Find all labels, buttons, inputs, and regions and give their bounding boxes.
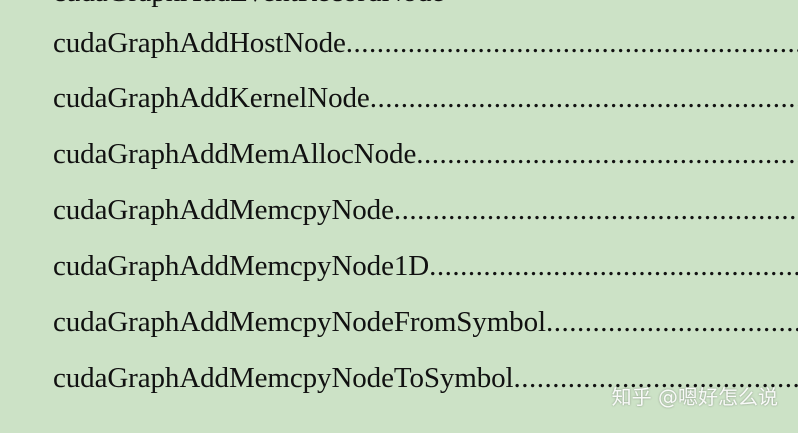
leader-dots: ........................................… [545,306,798,338]
leader-dots: ........................................… [429,250,798,282]
leader-dots: ........................................… [393,194,798,226]
toc-entry-name: cudaGraphAddMemcpyNode [53,194,394,226]
toc-entry-name: cudaGraphAddHostNode [53,27,346,59]
leader-dots: ........................................… [369,82,798,114]
leader-dots: ........................................… [345,27,798,59]
toc-entry[interactable]: cudaGraphAddKernelNode .................… [53,76,798,120]
watermark: 知乎 @嗯好怎么说 [611,385,778,409]
toc-entry[interactable]: cudaGraphAddMemAllocNode ...............… [53,132,798,176]
toc-entry[interactable]: cudaGraphAddMemcpyNode1D ...............… [53,244,798,288]
toc-entry[interactable]: cudaGraphAddMemcpyNodeFromSymbol .......… [53,300,798,344]
leader-dots: ........................................… [513,362,798,394]
toc-entry-name: cudaGraphAddMemcpyNode1D [53,250,430,282]
toc-entry-name: cudaGraphAddMemcpyNodeToSymbol [53,362,514,394]
clipped-entry-name: cudaGraphAddEventRecordNode [53,0,444,8]
leader-dots: ........................................… [416,138,798,170]
toc-entry[interactable]: cudaGraphAddMemcpyNode .................… [53,188,798,232]
toc-entry-name: cudaGraphAddKernelNode [53,82,370,114]
clipped-toc-entry: cudaGraphAddEventRecordNode [53,0,798,14]
toc-entry-name: cudaGraphAddMemcpyNodeFromSymbol [53,306,546,338]
toc-entry[interactable]: cudaGraphAddMemcpyNodeToSymbol .........… [53,356,798,400]
toc-entry[interactable]: cudaGraphAddHostNode ...................… [53,21,798,65]
toc-entry-name: cudaGraphAddMemAllocNode [53,138,417,170]
